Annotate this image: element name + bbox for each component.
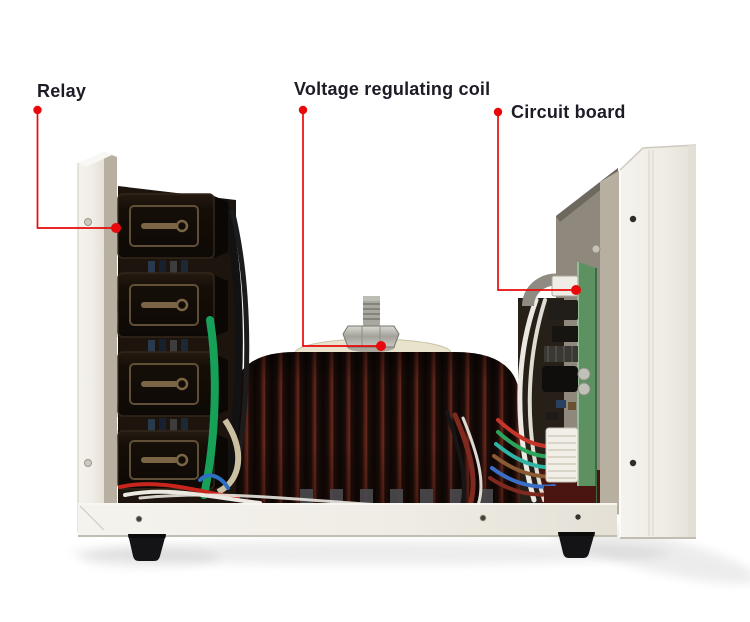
- label-relay: Relay: [37, 81, 87, 101]
- coil-leader-line: [302, 110, 377, 347]
- pcb-components: [542, 275, 596, 504]
- circuit-board-leader-line: [497, 112, 572, 291]
- left-side-panel: [77, 152, 117, 532]
- relay: [117, 430, 228, 490]
- relay-contacts: [148, 418, 188, 431]
- label-coil: Voltage regulating coil: [294, 79, 491, 99]
- foot: [128, 534, 166, 561]
- relay-stack: [117, 193, 228, 490]
- coil-bolt: [342, 296, 400, 353]
- leader-lines: [36, 110, 572, 347]
- screws: [84, 215, 637, 523]
- rubber-feet: [128, 532, 595, 561]
- relay-contacts: [148, 339, 188, 352]
- relay: [117, 193, 228, 259]
- coil-lead-wires: [445, 410, 483, 508]
- relay-contacts: [148, 260, 188, 273]
- relay: [117, 272, 228, 338]
- bottom-wires: [118, 473, 382, 507]
- right-side-panel: [600, 144, 697, 539]
- circuit-board-assembly: [522, 262, 597, 505]
- voltage-regulating-coil: [233, 296, 520, 508]
- foot: [558, 532, 595, 558]
- relay-assembly: [108, 186, 382, 507]
- relay-leader-line: [36, 110, 112, 229]
- leader-dots: [33, 105, 581, 351]
- bottom-rail: [78, 503, 617, 537]
- label-circuit-board: Circuit board: [511, 102, 626, 122]
